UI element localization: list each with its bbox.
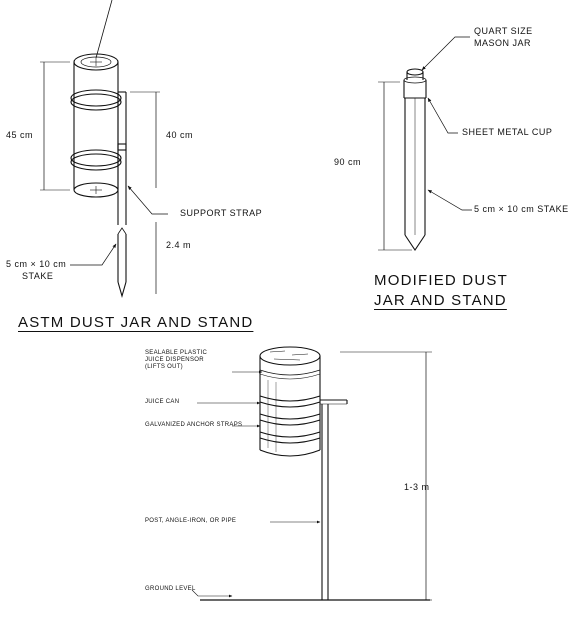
modified-height-label: 90 cm xyxy=(334,157,362,167)
astm-stake-height-label: 2.4 m xyxy=(166,240,192,250)
modified-jar-assembly xyxy=(378,36,472,251)
mason-jar-label-line2: MASON JAR xyxy=(474,38,532,48)
astm-ring-lower xyxy=(70,149,122,167)
dispenser-label-line1: SEALABLE PLASTIC xyxy=(145,350,208,356)
mason-jar-label-line1: QUART SIZE xyxy=(474,26,533,36)
dispenser-label-line3: (LIFTS OUT) xyxy=(145,364,183,370)
astm-title: ASTM DUST JAR AND STAND xyxy=(18,314,254,331)
astm-jar-assembly xyxy=(40,0,168,299)
strap-3 xyxy=(259,431,321,438)
astm-stake-label-line2: STAKE xyxy=(22,271,54,281)
ground-level-label: GROUND LEVEL xyxy=(145,586,196,592)
astm-strap-label: SUPPORT STRAP xyxy=(180,208,263,218)
astm-height-label: 45 cm xyxy=(6,130,34,140)
dispenser-label-line2: JUICE DISPENSOR xyxy=(145,357,204,363)
sheet-metal-cup-label: SHEET METAL CUP xyxy=(462,127,553,137)
mason-jar xyxy=(406,68,424,76)
dispenser-assembly xyxy=(191,346,432,601)
strap-1 xyxy=(259,395,321,402)
dispenser-lid xyxy=(259,346,321,366)
strap-2 xyxy=(259,413,321,420)
juice-can-label: JUICE CAN xyxy=(145,399,180,405)
astm-pole-label: 40 cm xyxy=(166,130,194,140)
anchor-straps-label: GALVANIZED ANCHOR STRAPS xyxy=(145,422,243,428)
astm-stake-label-line1: 5 cm × 10 cm xyxy=(6,259,67,269)
modified-title-line1: MODIFIED DUST xyxy=(374,272,508,289)
modified-title-line2: JAR AND STAND xyxy=(374,292,507,309)
astm-top-leader xyxy=(95,0,113,59)
modified-stake-label: 5 cm × 10 cm STAKE xyxy=(474,204,569,214)
post-label: POST, ANGLE-IRON, OR PIPE xyxy=(145,518,237,524)
astm-ring-upper xyxy=(70,89,122,107)
dispenser-height-label: 1-3 m xyxy=(404,482,430,492)
